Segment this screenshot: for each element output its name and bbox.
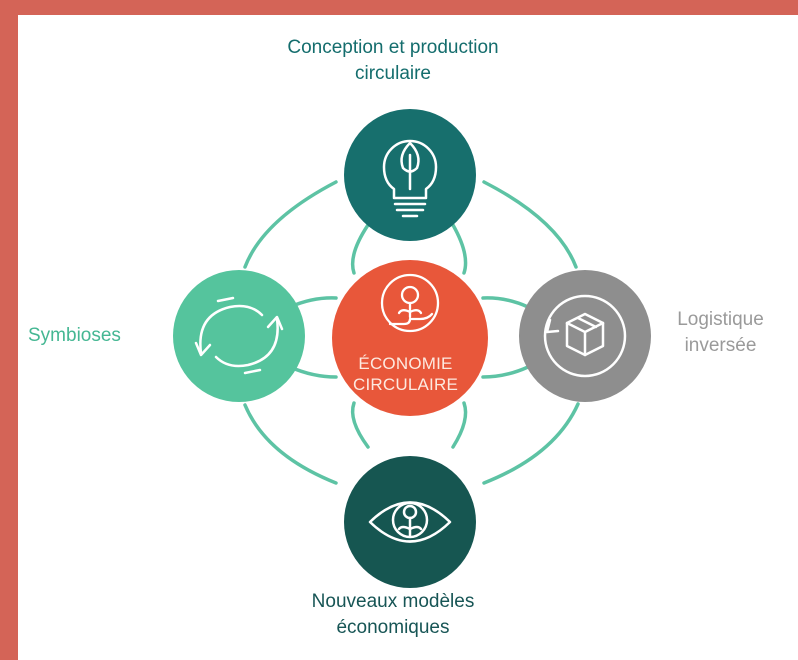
node-top-label-line2: circulaire: [354, 63, 432, 84]
inner-arc-bottom-right: [451, 401, 468, 449]
return-package-icon: [543, 294, 627, 378]
node-bottom-circle: [344, 456, 476, 588]
node-right-label-line2: inversée: [684, 335, 757, 356]
node-top-label-line1: Conception et production: [287, 37, 499, 58]
hub-label-line2: CIRCULAIRE: [353, 375, 458, 394]
node-right-label-line1: Logistique: [677, 309, 764, 330]
node-left-circle: [173, 270, 305, 402]
connector-arc-top-right: [482, 180, 578, 269]
node-top-label: Conception et production circulaire: [218, 35, 568, 87]
connector-arc-right-bottom: [482, 402, 580, 485]
circular-economy-diagram: [173, 109, 651, 588]
hub-label: ÉCONOMIE CIRCULAIRE: [313, 353, 498, 395]
inner-arc-top-left: [350, 223, 370, 275]
connector-arc-left-top: [243, 180, 338, 269]
inner-arc-right-top: [481, 296, 530, 309]
hand-plant-coin-icon: [380, 273, 440, 333]
node-right-circle: [519, 270, 651, 402]
lightbulb-leaf-icon: [382, 139, 438, 218]
node-bottom-label: Nouveaux modèles économiques: [218, 589, 568, 641]
inner-arc-bottom-left: [350, 401, 370, 449]
connector-arc-bottom-left: [243, 403, 338, 485]
node-left-label: Symbioses: [28, 323, 158, 349]
node-bottom-label-line2: économiques: [336, 617, 450, 638]
hub-circle: [332, 260, 488, 416]
recycle-arrows-icon: [194, 296, 284, 375]
node-right-label: Logistique inversée: [658, 307, 783, 359]
hub-label-line1: ÉCONOMIE: [358, 354, 453, 373]
eye-plant-coin-icon: [368, 501, 452, 543]
inner-arc-right-bottom: [481, 365, 530, 379]
node-top-circle: [344, 109, 476, 241]
diagram-frame: Conception et production circulaire Symb…: [18, 15, 798, 660]
node-left-label-line1: Symbioses: [28, 325, 121, 346]
inner-arc-top-right: [451, 223, 468, 275]
node-bottom-label-line1: Nouveaux modèles: [311, 591, 475, 612]
